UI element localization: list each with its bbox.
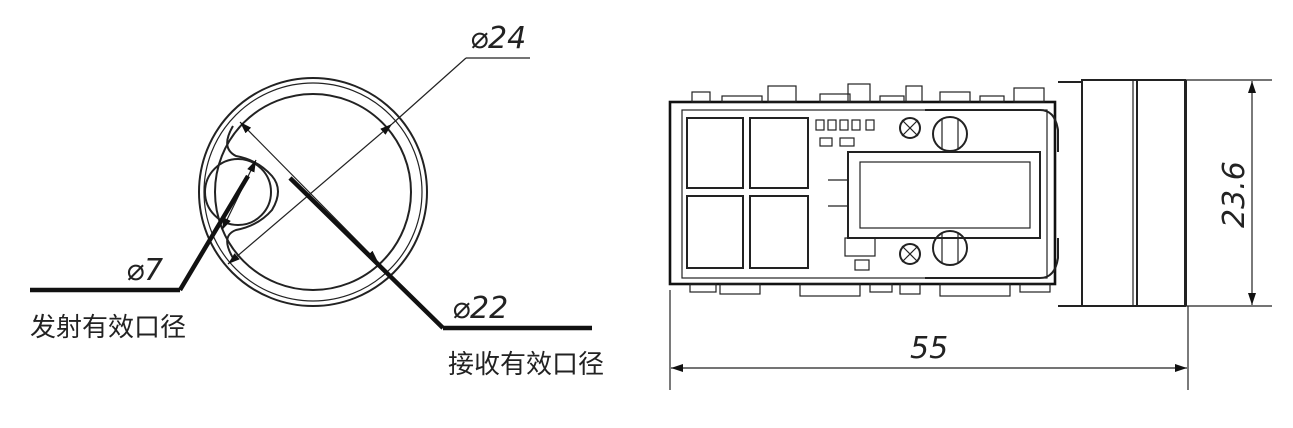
screw-top-right [932,116,968,152]
leader-emitter [178,174,250,292]
leader-outer [391,57,467,125]
label-emitter-aperture: 发射有效口径 [30,313,186,343]
outer-ring-outline [198,77,428,307]
leader-inner [288,176,445,330]
pcb-board-inner-outline [681,109,1048,279]
clamp-bracket [925,109,1059,279]
pcb-board-outline [668,100,1057,286]
dim-line-outer [227,123,393,265]
lens-tube-body [1081,79,1138,307]
side-view: 55 23.6 [668,79,1272,390]
dim-height-label: 23.6 [1217,161,1252,228]
top-components [691,83,1045,103]
sensor-array [686,117,809,269]
bottom-components [689,283,1051,297]
front-view: ⌀24 ⌀22 接收有效口径 ⌀7 发射有效口径 [30,21,604,380]
lens-holder-outline [847,151,1041,239]
screw-top-left [899,117,921,139]
receiver-aperture-circle [214,93,412,291]
dim-inner-label: ⌀22 [452,291,508,326]
dim-outer-label: ⌀24 [470,21,526,56]
dim-length-label: 55 [910,331,948,366]
screw-bottom-left [899,243,921,265]
lens-holder-inner [859,161,1031,229]
small-parts [815,119,876,271]
lens-tube-front [1136,79,1186,307]
label-receiver-aperture: 接收有效口径 [448,350,604,380]
dim-emitter-label: ⌀7 [126,253,163,288]
lens-tube-flange [1058,81,1083,307]
screw-bottom-right [932,230,968,266]
